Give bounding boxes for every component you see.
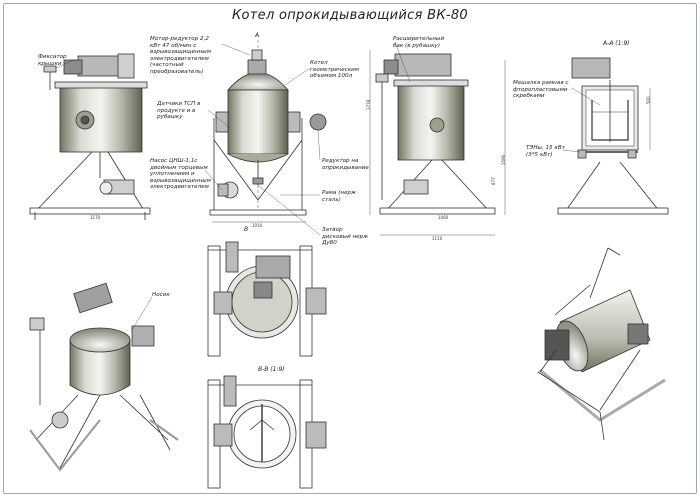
label-datchiki: Датчики ТСП в продукте и в рубашку [157, 101, 201, 121]
label-rasshir: Расширительный бак (в рубашку) [393, 36, 445, 49]
label-nosik: Носик [152, 292, 170, 298]
isometric-view-right [537, 247, 666, 441]
front-view-left [29, 53, 151, 220]
section-a-mark: А [255, 32, 260, 39]
side-view [375, 53, 506, 236]
dim-1778: 1778 [366, 99, 371, 110]
label-rama: Рама (нерж сталь) [322, 190, 357, 203]
top-view [207, 241, 327, 357]
sheet-border [3, 3, 697, 494]
dim-1590: 1590 [501, 154, 506, 165]
dim-1110: 1110 [432, 236, 443, 241]
label-fixator: Фиксатор крышки [38, 54, 67, 67]
label-meshalka: Мешалка рамная с фторопластовыми скребка… [513, 80, 569, 100]
label-kotel: Котел геометрическим объемом 100л [310, 60, 359, 80]
dim-1170: 1170 [90, 215, 101, 220]
vessel-left [59, 85, 143, 153]
vessel-center [227, 89, 289, 155]
drawing-title: Котел опрокидывающийся ВК-80 [231, 8, 468, 23]
isometric-view-left [29, 282, 179, 472]
leader-lines [55, 41, 601, 331]
section-aa-title: А-А (1:9) [603, 40, 630, 47]
section-b-mark: В [244, 226, 249, 233]
section-bb-title: В-В (1:9) [258, 366, 285, 373]
section-bb-view [207, 375, 327, 489]
label-zatvor: Затвор дисковый нерж Ду80 [322, 227, 369, 247]
section-aa-view [557, 57, 669, 215]
dim-1060: 1060 [438, 215, 449, 220]
label-ten: ТЭНы, 15 кВт (3*5 кВт) [526, 145, 565, 158]
label-reduktor: Редуктор на опрокидывание [322, 158, 369, 171]
dim-500: 500 [646, 96, 651, 104]
dim-877: 877 [491, 177, 496, 185]
label-nasos: Насос ЦНШ-1,1с двойным торцевым уплотнен… [150, 158, 211, 191]
label-motor: Мотор-редуктор 2,2 кВт 47 об/мин с взрыв… [150, 36, 211, 75]
front-view-center [209, 40, 371, 223]
dim-1010: 1010 [252, 223, 263, 228]
